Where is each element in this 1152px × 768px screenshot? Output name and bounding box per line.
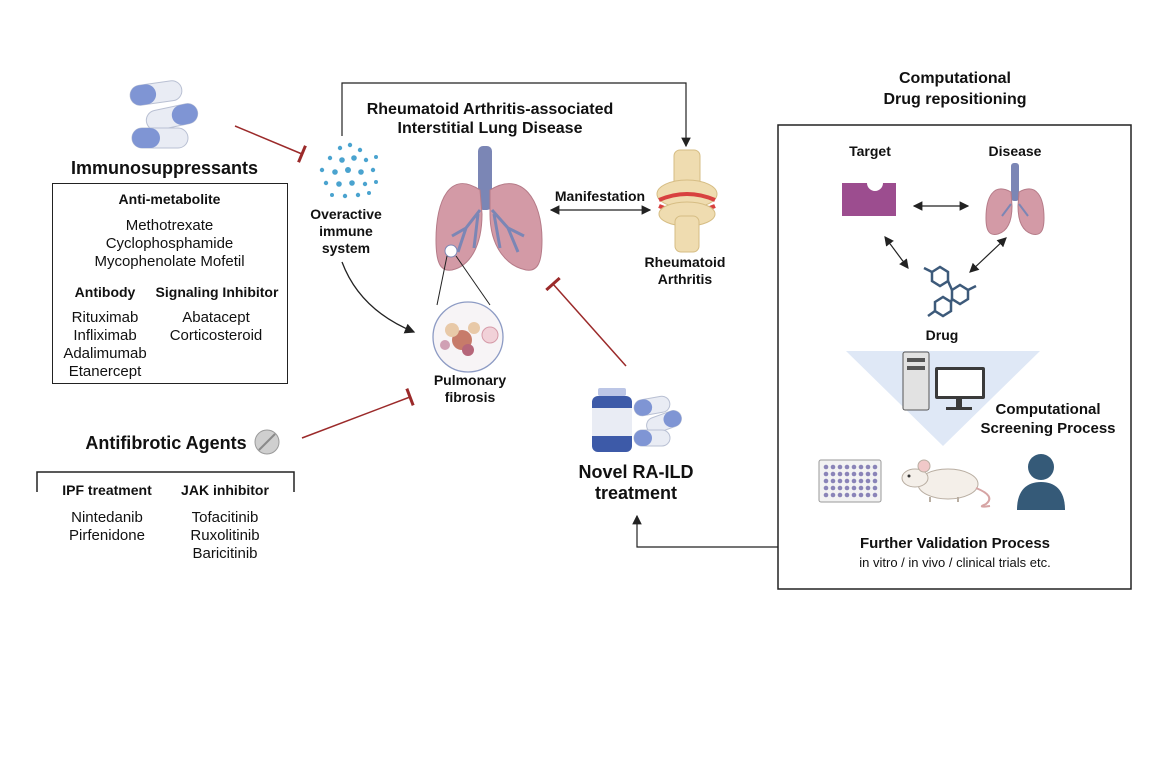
drug-molecule-icon xyxy=(923,265,977,318)
inhibit-lung-line xyxy=(545,276,627,367)
capsules-icon xyxy=(129,80,199,149)
overactive-immune-label: Overactive immune system xyxy=(296,206,396,257)
list-item: Corticosteroid xyxy=(169,327,263,344)
computer-icon xyxy=(902,351,985,411)
screening-line2: Screening Process xyxy=(980,420,1116,437)
novel-line2: treatment xyxy=(594,483,678,503)
knee-joint-icon xyxy=(656,149,718,253)
tablet-icon xyxy=(254,429,280,455)
screening-line1: Computational xyxy=(995,401,1101,418)
target-drug-arrow xyxy=(884,236,909,269)
computational-title-line1: Computational xyxy=(899,70,1011,87)
ra-ild-title-line2: Interstitial Lung Disease xyxy=(397,120,583,137)
antifibrotic-title: Antifibrotic Agents xyxy=(85,433,247,453)
list-item: Baricitinib xyxy=(192,545,258,562)
immune-to-fibrosis-arrow xyxy=(341,261,416,334)
list-item: Mycophenolate Mofetil xyxy=(94,253,245,270)
fibrosis-line2: fibrosis xyxy=(444,389,496,405)
rheumatoid-arthritis-label: Rheumatoid Arthritis xyxy=(630,254,740,288)
drug-label: Drug xyxy=(925,327,959,343)
computational-title-line2: Drug repositioning xyxy=(883,91,1027,108)
list-item: Cyclophosphamide xyxy=(105,235,234,252)
list-item: Methotrexate xyxy=(125,217,214,234)
immune-line1: Overactive xyxy=(310,206,382,222)
inhibit-fibrosis-line xyxy=(301,388,415,439)
medicine-bottle-icon xyxy=(592,388,632,452)
target-label: Target xyxy=(849,143,891,159)
ra-line2: Arthritis xyxy=(657,271,713,287)
immune-to-ra-arrow xyxy=(341,82,691,148)
list-item: Abatacept xyxy=(182,309,250,326)
list-item: Ruxolitinib xyxy=(190,527,260,544)
zoom-line-right xyxy=(455,255,491,306)
person-icon xyxy=(1017,454,1065,510)
validation-title: Further Validation Process xyxy=(859,535,1051,552)
pulmonary-fibrosis-label: Pulmonary fibrosis xyxy=(420,372,520,406)
antibody-label: Antibody xyxy=(74,284,136,300)
list-item: Rituximab xyxy=(71,309,139,326)
ra-ild-title: Rheumatoid Arthritis-associated Intersti… xyxy=(350,100,630,138)
antibody-list: Rituximab Infliximab Adalimumab Etanerce… xyxy=(53,309,157,381)
screening-label: Computational Screening Process xyxy=(970,400,1126,438)
lungs-icon xyxy=(435,146,543,271)
list-item: Nintedanib xyxy=(71,509,143,526)
signaling-list: Abatacept Corticosteroid xyxy=(153,309,279,345)
ipf-list: Nintedanib Pirfenidone xyxy=(50,509,164,545)
immune-cells-icon xyxy=(319,142,378,199)
jak-inhibitor-label: JAK inhibitor xyxy=(181,482,269,498)
ra-ild-title-line1: Rheumatoid Arthritis-associated xyxy=(366,101,614,118)
validation-to-treatment-arrow xyxy=(632,514,778,548)
computational-title: Computational Drug repositioning xyxy=(855,68,1055,110)
novel-pills-icon xyxy=(633,395,682,447)
ra-line1: Rheumatoid xyxy=(644,254,726,270)
antimetabolite-list: Methotrexate Cyclophosphamide Mycophenol… xyxy=(53,217,286,271)
immune-line2: immune xyxy=(319,223,373,239)
list-item: Tofacitinib xyxy=(191,509,259,526)
list-item: Adalimumab xyxy=(63,345,147,362)
immunosuppressants-box: Anti-metabolite Methotrexate Cyclophosph… xyxy=(52,183,288,384)
list-item: Infliximab xyxy=(73,327,137,344)
novel-treatment-label: Novel RA-ILD treatment xyxy=(560,462,712,504)
fibrosis-line1: Pulmonary xyxy=(433,372,507,388)
validation-subtitle: in vitro / in vivo / clinical trials etc… xyxy=(859,555,1051,570)
target-protein-icon xyxy=(842,183,896,216)
disease-label: Disease xyxy=(988,143,1042,159)
antifibrotic-bracket xyxy=(36,471,295,492)
zoom-line-left xyxy=(436,255,448,306)
immune-line3: system xyxy=(321,240,371,256)
immunosuppressants-title: Immunosuppressants xyxy=(70,158,259,178)
mouse-icon xyxy=(901,459,991,508)
disease-lungs-icon xyxy=(985,163,1045,235)
list-item: Pirfenidone xyxy=(69,527,145,544)
well-plate-icon xyxy=(818,459,882,503)
ipf-treatment-label: IPF treatment xyxy=(62,482,152,498)
disease-drug-arrow xyxy=(969,237,1007,273)
manifestation-label: Manifestation xyxy=(554,188,646,204)
computational-box xyxy=(777,124,1132,590)
novel-line1: Novel RA-ILD xyxy=(578,462,694,482)
antimetabolite-label: Anti-metabolite xyxy=(118,191,221,207)
signaling-inhibitor-label: Signaling Inhibitor xyxy=(155,284,279,300)
inhibit-immune-line xyxy=(234,125,307,163)
fibrosis-tissue-icon xyxy=(432,301,504,373)
list-item: Etanercept xyxy=(68,363,142,380)
jak-list: Tofacitinib Ruxolitinib Baricitinib xyxy=(170,509,280,563)
